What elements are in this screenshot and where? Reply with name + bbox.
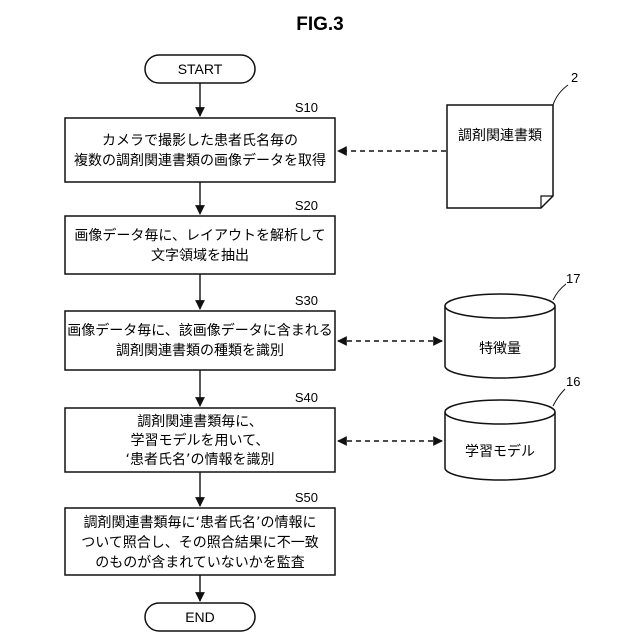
feature-db-ref: 17	[566, 271, 580, 286]
figure-title: FIG.3	[296, 14, 344, 35]
step-s20-line-2: 文字領域を抽出	[151, 247, 249, 264]
step-box-s30	[65, 311, 335, 370]
step-label-s20: S20	[295, 198, 318, 213]
step-s40-line-2: 学習モデルを用いて、	[131, 432, 270, 449]
step-s50-line-2: ついて照合し、その照合結果に不一致	[81, 535, 319, 551]
step-label-s50: S50	[295, 490, 318, 505]
model-db-leader-line	[553, 389, 565, 406]
step-s30-line-1: 画像データ毎に、該画像データに含まれる	[67, 322, 333, 339]
step-s50-line-1: 調剤関連書類毎に‘患者氏名’の情報に	[84, 515, 317, 531]
feature-db-leader-line	[553, 284, 566, 300]
end-label: END	[185, 609, 215, 625]
step-s40-line-3: ‘患者氏名’の情報を識別	[126, 452, 275, 468]
model-db-ref: 16	[566, 374, 580, 389]
document-leader-line	[553, 85, 568, 105]
step-s30-line-2: 調剤関連書類の種類を識別	[116, 343, 284, 359]
document-ref: 2	[571, 70, 578, 85]
document-symbol	[447, 105, 553, 208]
model-db-label: 学習モデル	[465, 443, 535, 460]
step-box-s10	[65, 118, 335, 182]
feature-db-top	[445, 294, 555, 318]
step-s10-line-2: 複数の調剤関連書類の画像データを取得	[74, 152, 326, 169]
step-label-s10: S10	[295, 100, 318, 115]
document-label: 調剤関連書類	[458, 128, 542, 144]
step-s50-line-3: のものが含まれていないかを監査	[95, 554, 305, 571]
feature-db-label: 特徴量	[479, 341, 521, 357]
model-db-top	[445, 400, 555, 424]
step-s10-line-1: カメラで撮影した患者氏名毎の	[102, 132, 298, 149]
step-s20-line-1: 画像データ毎に、レイアウトを解析して	[74, 227, 325, 244]
start-label: START	[178, 61, 223, 77]
step-label-s40: S40	[295, 390, 318, 405]
step-box-s20	[65, 216, 335, 274]
step-label-s30: S30	[295, 293, 318, 308]
step-s40-line-1: 調剤関連書類毎に、	[137, 414, 263, 430]
